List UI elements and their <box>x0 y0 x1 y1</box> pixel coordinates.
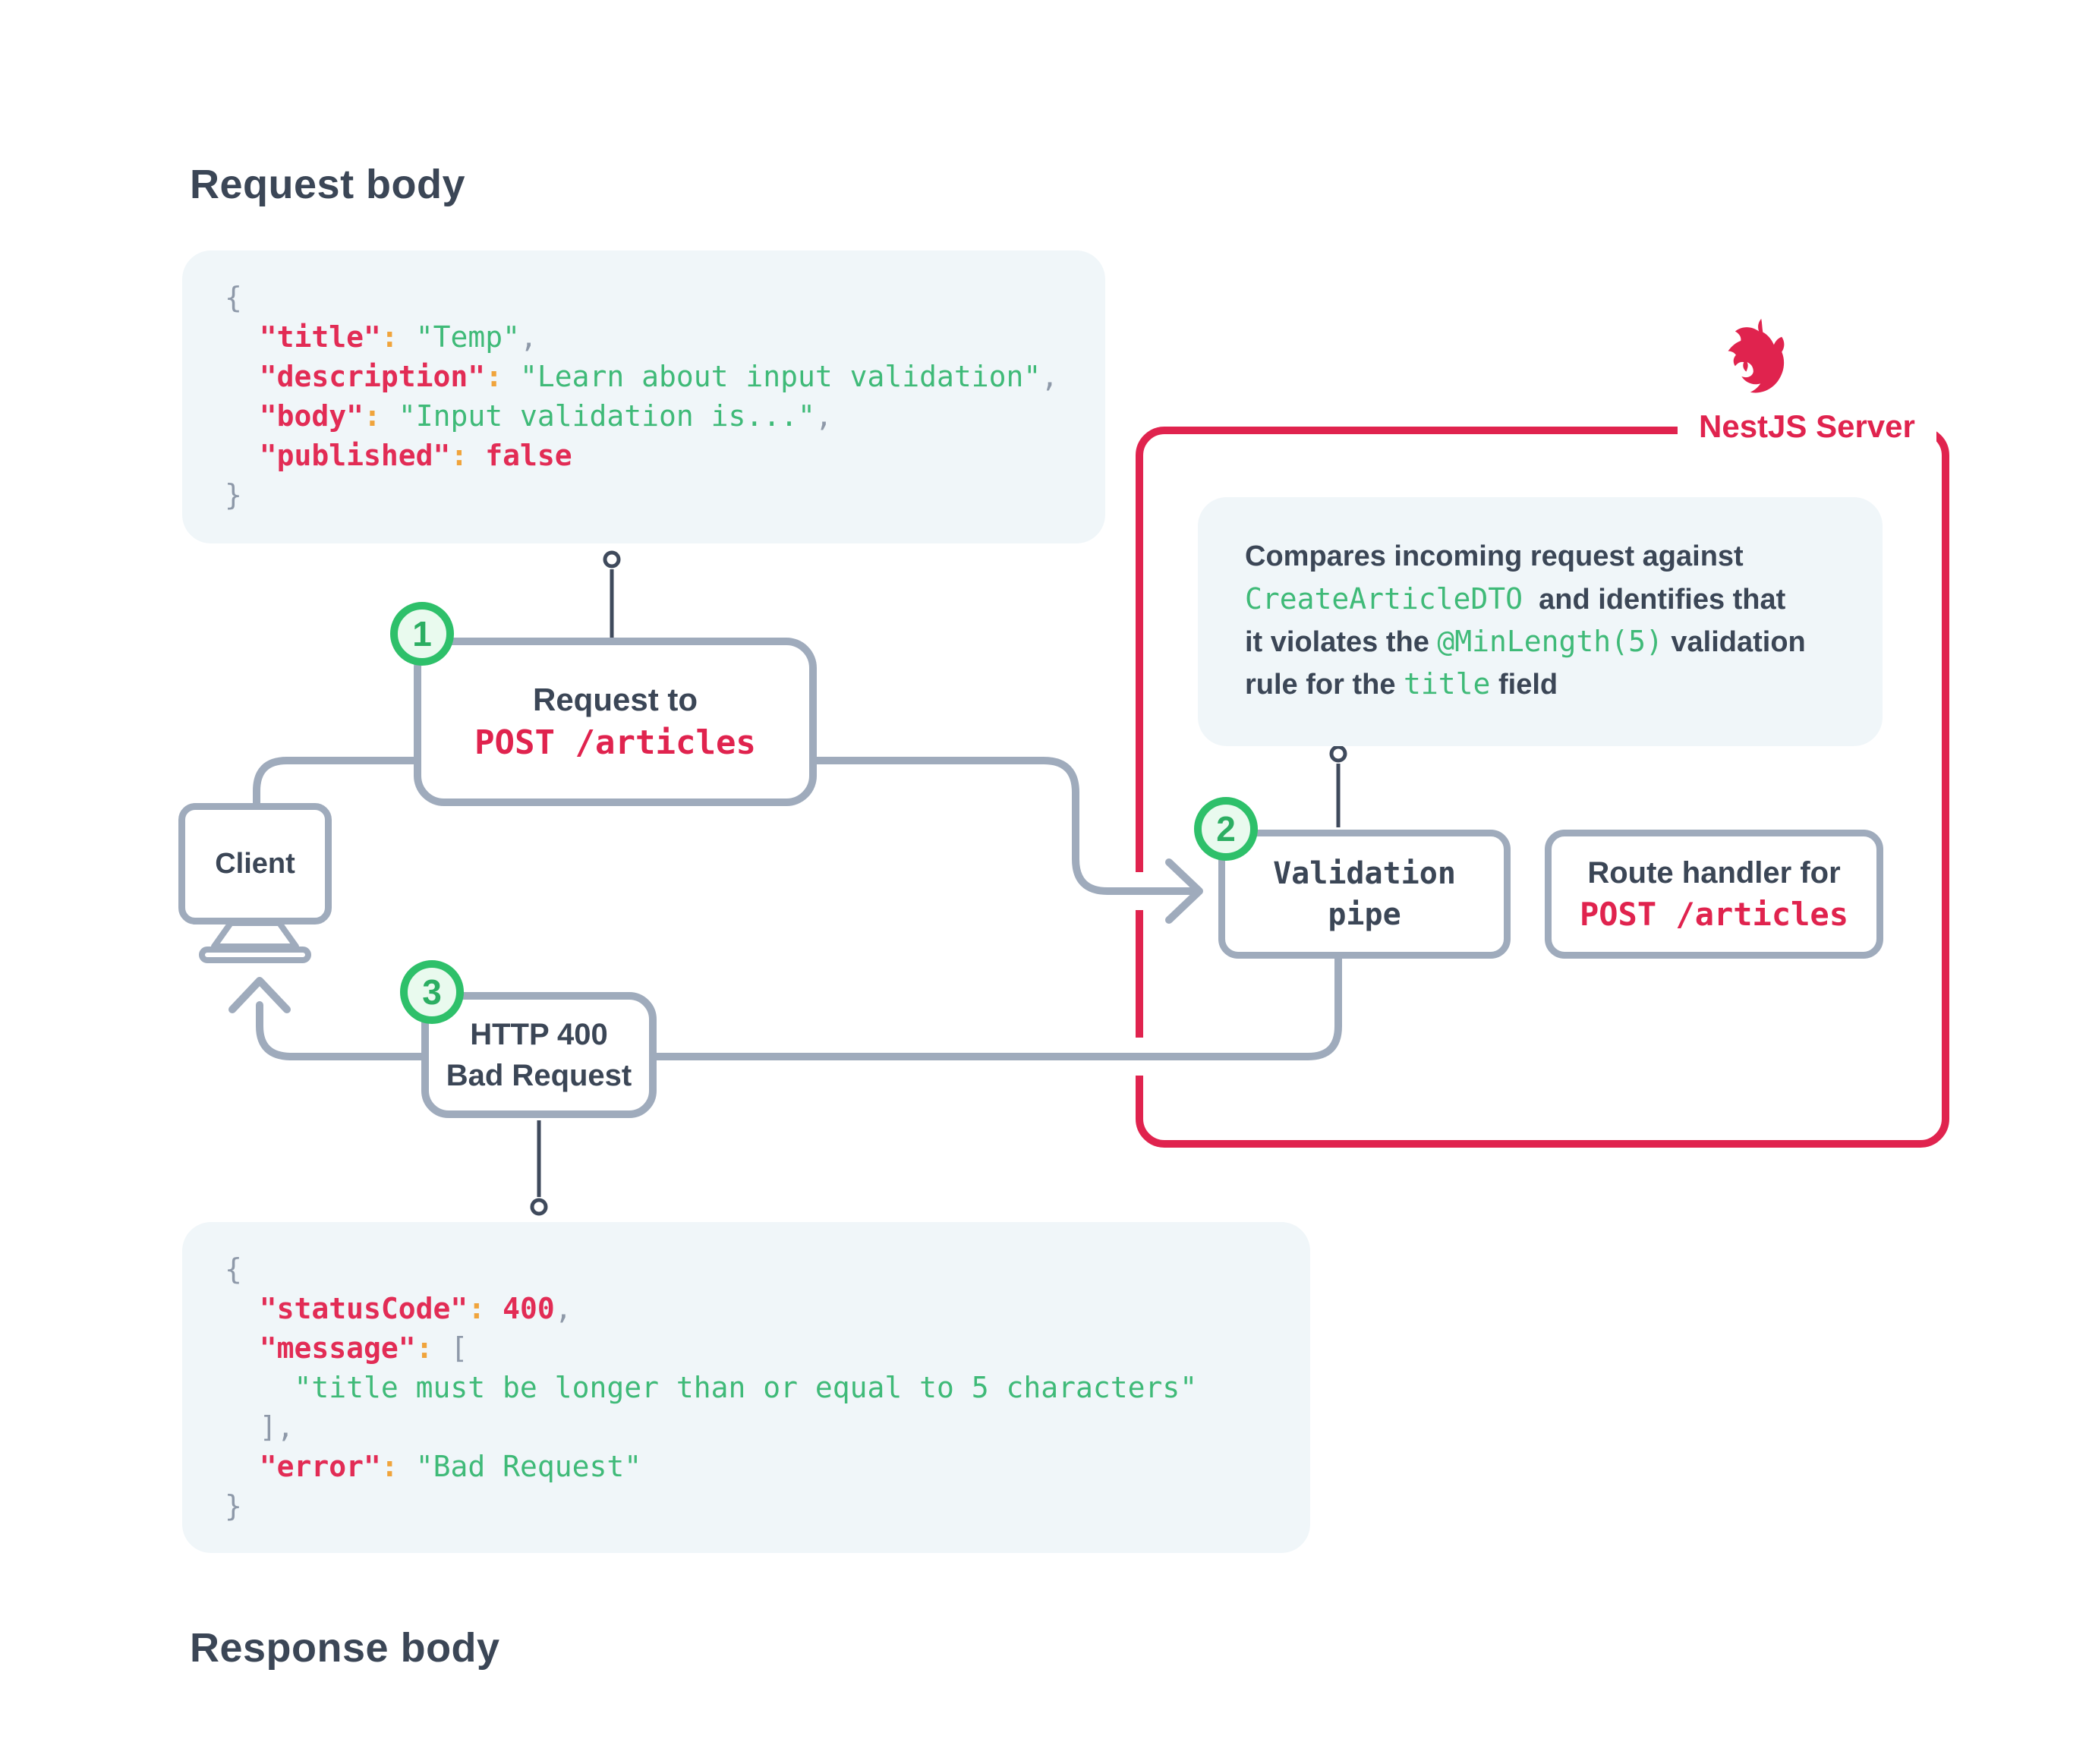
http-400-label-2: Bad Request <box>446 1059 632 1092</box>
client-box: Client <box>178 803 332 925</box>
response-body-heading: Response body <box>190 1625 500 1671</box>
code-line: { <box>225 1252 242 1286</box>
response-json-code: { "statusCode": 400, "message": [ "title… <box>225 1249 1268 1526</box>
code-line: CreateArticleDTO and identifies that <box>1245 582 1786 616</box>
nestjs-server-boundary <box>1136 427 1949 1148</box>
http-400-label-1: HTTP 400 <box>470 1018 608 1051</box>
code-line: "statusCode": 400, <box>259 1292 572 1325</box>
code-line: "body": "Input validation is...", <box>259 399 833 433</box>
route-handler-label: Route handler for <box>1587 856 1841 890</box>
code-line: Compares incoming request against <box>1245 540 1744 572</box>
response-json-panel: { "statusCode": 400, "message": [ "title… <box>182 1222 1310 1553</box>
request-post-endpoint: POST /articles <box>474 723 756 762</box>
validation-pipe-label-1: Validation <box>1273 856 1456 891</box>
route-handler-box: Route handler for POST /articles <box>1545 830 1883 959</box>
code-line: } <box>225 1489 242 1523</box>
code-line: it violates the @MinLength(5) validation <box>1245 625 1806 658</box>
nestjs-server-label: NestJS Server <box>1678 407 1936 446</box>
code-line: "description": "Learn about input valida… <box>259 360 1059 393</box>
client-label: Client <box>215 847 295 880</box>
code-line: ], <box>225 1410 295 1444</box>
request-json-code: { "title": "Temp", "description": "Learn… <box>225 278 1063 515</box>
code-line: rule for the title field <box>1245 667 1558 701</box>
nestjs-logo-icon <box>1717 317 1796 402</box>
request-post-label: Request to <box>532 682 698 717</box>
http-400-box: HTTP 400 Bad Request <box>421 992 657 1118</box>
code-line: "title must be longer than or equal to 5… <box>294 1371 1198 1404</box>
code-line: "error": "Bad Request" <box>259 1450 642 1483</box>
code-line: "published": false <box>259 439 572 472</box>
validation-pipe-label-2: pipe <box>1328 897 1401 932</box>
step-badge-1: 1 <box>390 602 454 666</box>
code-line: } <box>225 478 242 512</box>
request-body-heading: Request body <box>190 162 466 207</box>
code-line: { <box>225 281 242 314</box>
step-badge-2: 2 <box>1194 797 1258 861</box>
client-stand-icon <box>199 920 311 963</box>
request-json-panel: { "title": "Temp", "description": "Learn… <box>182 250 1105 543</box>
validation-pipe-box: Validation pipe <box>1218 830 1511 959</box>
code-line: "message": [ <box>259 1331 468 1365</box>
route-handler-endpoint: POST /articles <box>1579 896 1848 933</box>
code-line: "title": "Temp", <box>259 320 537 354</box>
step-badge-3: 3 <box>400 960 464 1024</box>
request-post-box: Request to POST /articles <box>414 638 817 806</box>
